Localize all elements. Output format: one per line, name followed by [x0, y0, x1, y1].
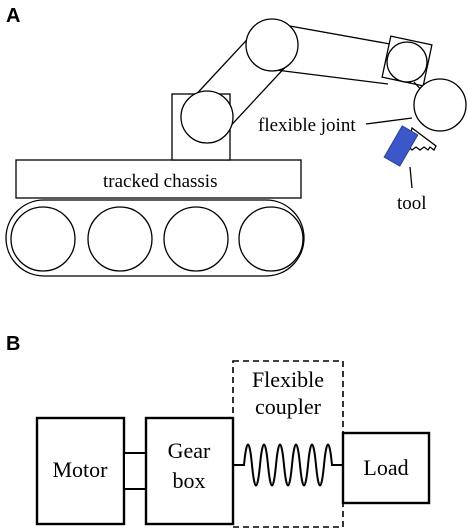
motor-block: [35, 416, 126, 526]
flexible-joint-leader: [365, 117, 413, 125]
motor-label: Motor: [53, 457, 109, 482]
load-block: [341, 431, 431, 505]
chassis-body: [15, 159, 302, 199]
load-label: Load: [363, 455, 408, 480]
track-wheel-4: [238, 206, 304, 272]
track-wheel-2: [87, 206, 153, 272]
coupler-label-line2: coupler: [255, 394, 322, 419]
shaft-motor-gearbox: [123, 452, 147, 490]
elbow-joint: [245, 18, 299, 72]
end-joint: [413, 78, 467, 132]
coupler-spring: [233, 443, 343, 487]
link-2-edge-b: [267, 68, 389, 85]
panel-b: B Motor Gear box Flexible coupler Load: [6, 333, 431, 528]
track-wheel-1: [10, 206, 76, 272]
coupler-label-line1: Flexible: [252, 367, 324, 392]
tool-leader: [409, 166, 413, 189]
gearbox-block: [144, 416, 235, 526]
link-1-edge-b: [223, 61, 291, 134]
panel-a: A tracked chassis flexible join: [5, 5, 467, 277]
base-joint: [180, 90, 234, 144]
flexible-joint-label: flexible joint: [258, 115, 356, 136]
track-wheel-3: [163, 206, 229, 272]
gearbox-label-line2: box: [173, 468, 206, 493]
gearbox-label-line1: Gear: [168, 438, 211, 463]
link-1-edge-a: [189, 29, 257, 102]
tool-label: tool: [397, 193, 427, 214]
panel-b-letter: B: [6, 333, 20, 355]
wrist-joint: [386, 41, 428, 83]
link-2-edge-a: [272, 22, 391, 45]
tracked-chassis-label: tracked chassis: [103, 171, 217, 192]
panel-a-letter: A: [6, 5, 20, 27]
tool-bar: [383, 125, 419, 167]
track-belt: [5, 199, 305, 277]
